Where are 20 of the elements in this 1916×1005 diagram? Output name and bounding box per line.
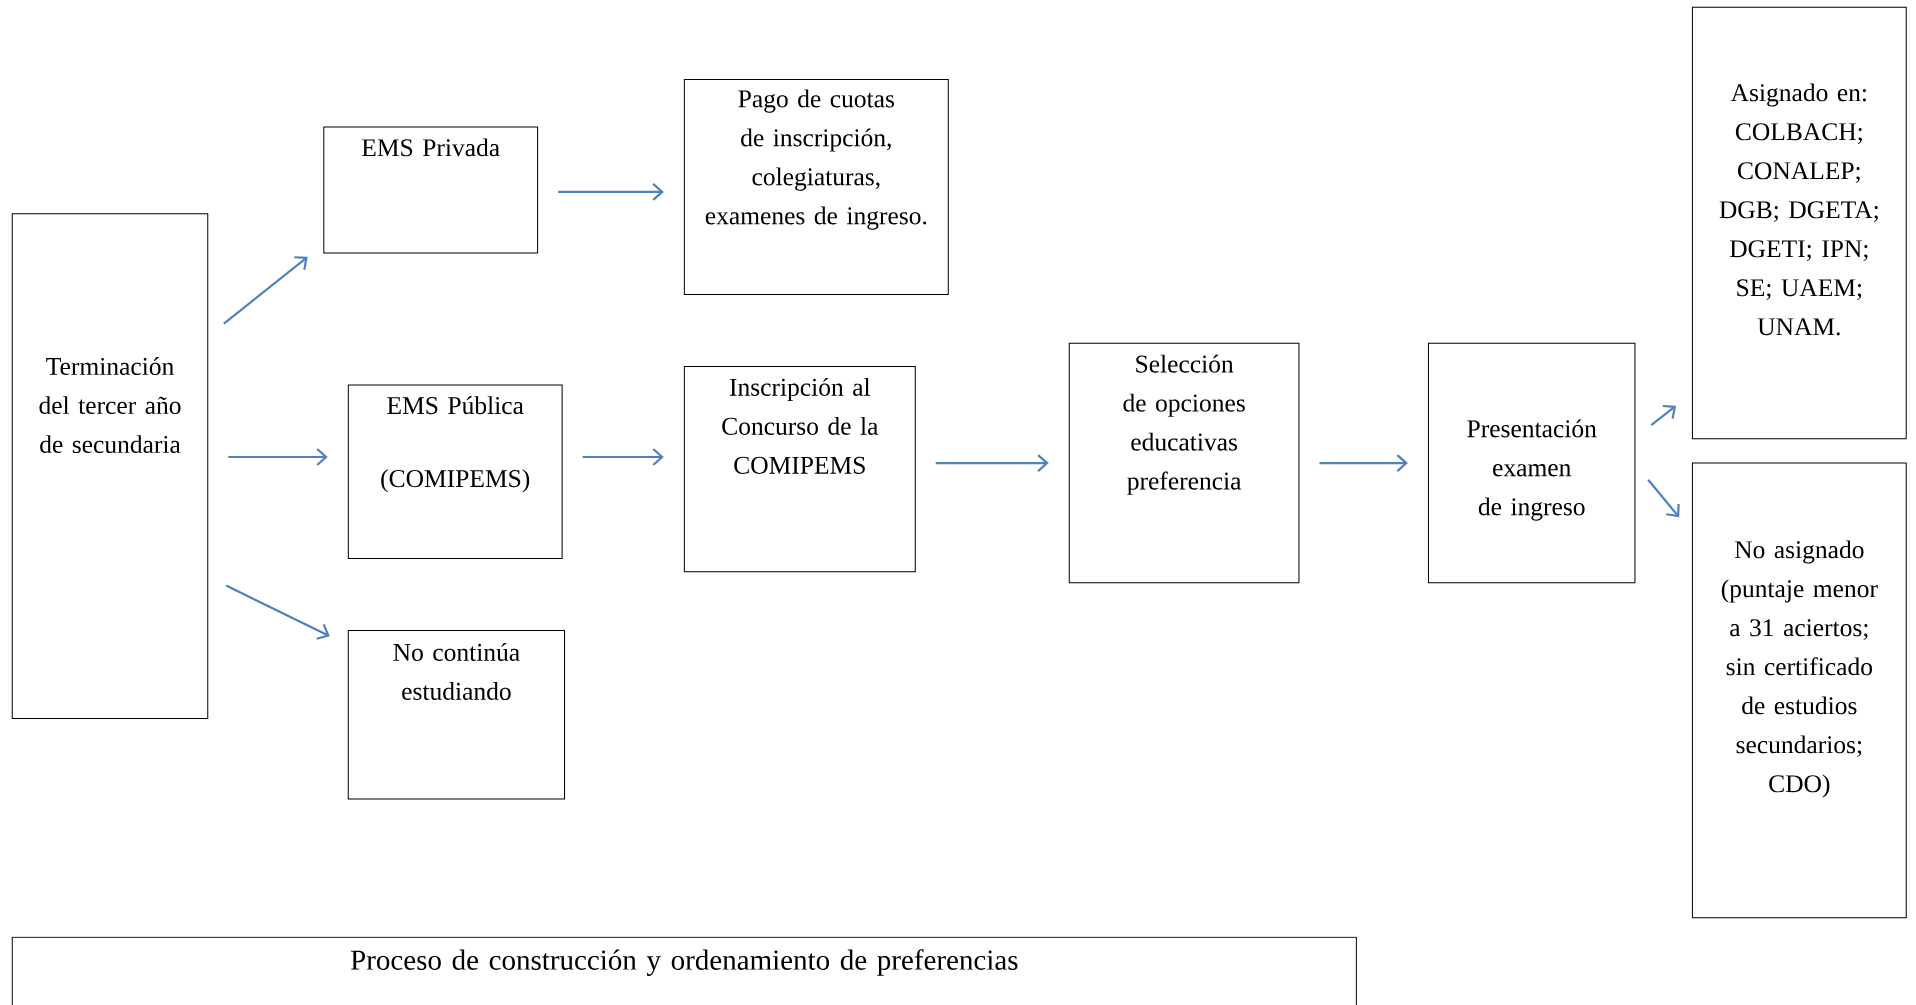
process-box: EMS Privada <box>323 126 539 254</box>
arrow <box>582 448 664 466</box>
arrow <box>228 448 328 466</box>
arrow <box>1650 404 1677 426</box>
arrow <box>558 183 664 201</box>
arrow <box>225 584 330 640</box>
arrow <box>1319 454 1408 472</box>
process-box: Presentación examen de ingreso <box>1427 342 1636 584</box>
process-box: Selección de opciones educativas preferencia <box>1068 342 1300 584</box>
process-box: No asignado (puntaje menor a 31 aciertos; sin certificado de estudios secundarios; CDO) <box>1691 462 1907 919</box>
arrow <box>935 454 1049 472</box>
process-box: Asignado en: COLBACH; CONALEP; DGB; DGETA; DGETI; IPN; SE; UAEM; UNAM. <box>1691 6 1907 440</box>
arrow <box>1647 479 1680 518</box>
process-box: Inscripción al Concurso de la COMIPEMS <box>683 366 916 573</box>
process-box: EMS Pública (COMIPEMS) <box>347 384 563 559</box>
arrow <box>223 256 308 325</box>
title-box: Proceso de construcción y ordenamiento de preferencias <box>11 936 1357 1005</box>
process-box: No continúa estudiando <box>347 630 566 800</box>
process-box: Terminación del tercer año de secundaria <box>11 213 209 720</box>
process-box: Pago de cuotas de inscripción, colegiaturas, examenes de ingreso. <box>683 78 949 296</box>
